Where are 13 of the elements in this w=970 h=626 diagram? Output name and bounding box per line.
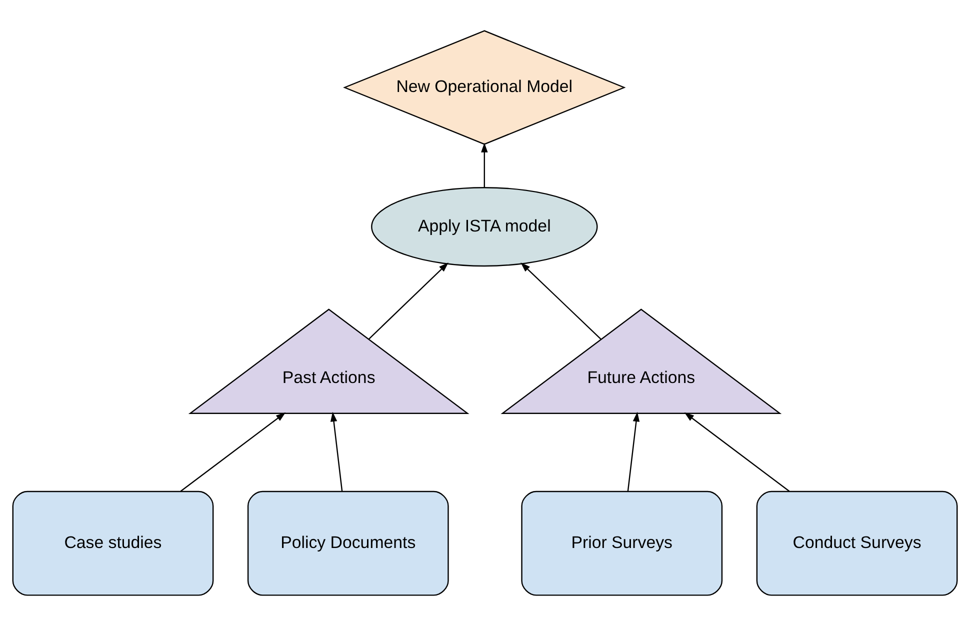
node-box: Case studies [12,490,214,596]
node-diamond: New Operational Model [343,30,626,145]
arrow [368,262,448,340]
node-box: Policy Documents [247,490,449,596]
arrow [684,412,790,492]
arrow [627,412,640,492]
arrow [180,412,286,492]
arrow [330,412,343,492]
node-box: Conduct Surveys [756,490,958,596]
node-ellipse: Apply ISTA model [371,186,598,267]
arrow [481,142,488,188]
arrow [520,262,602,340]
node-box: Prior Surveys [521,490,723,596]
